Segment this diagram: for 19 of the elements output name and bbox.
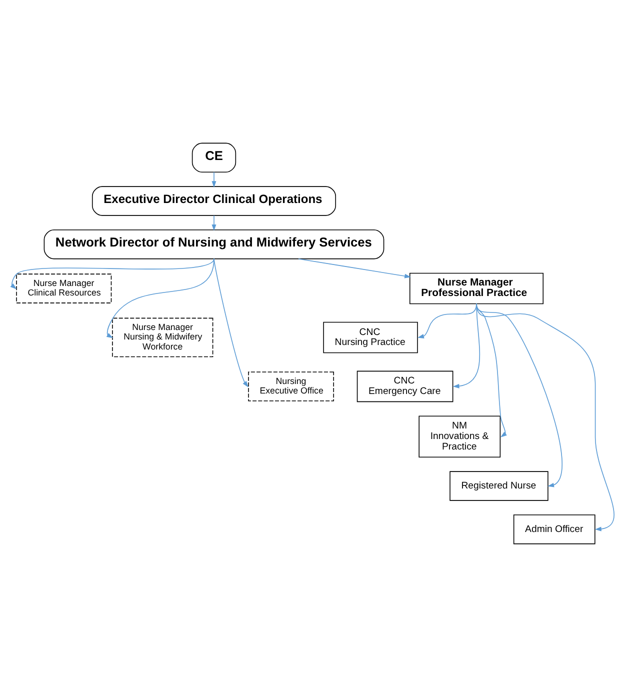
node-box: CNC Emergency Care [356, 370, 454, 402]
node-box: NM Innovations & Practice [418, 416, 501, 458]
arrow [476, 303, 614, 532]
node-box: Nurse Manager Clinical Resources [16, 274, 112, 304]
node-box: CNC Nursing Practice [323, 322, 418, 354]
node-box: Registered Nurse [450, 471, 548, 501]
arrow [212, 215, 216, 231]
node-box: CE [192, 142, 236, 173]
arrow [214, 258, 248, 388]
arrow [212, 172, 216, 188]
node-box: Admin Officer [513, 514, 596, 544]
node-box: Executive Director Clinical Operations [92, 186, 336, 216]
arrow [10, 258, 214, 290]
arrow [106, 258, 214, 338]
node-box: Nurse Manager Professional Practice [409, 272, 544, 304]
node-box: Nurse Manager Nursing & Midwifery Workforce [112, 318, 214, 358]
node-box: Network Director of Nursing and Midwifery Services [44, 230, 384, 260]
arrow [298, 258, 412, 278]
node-box: Nursing Executive Office [248, 372, 334, 402]
